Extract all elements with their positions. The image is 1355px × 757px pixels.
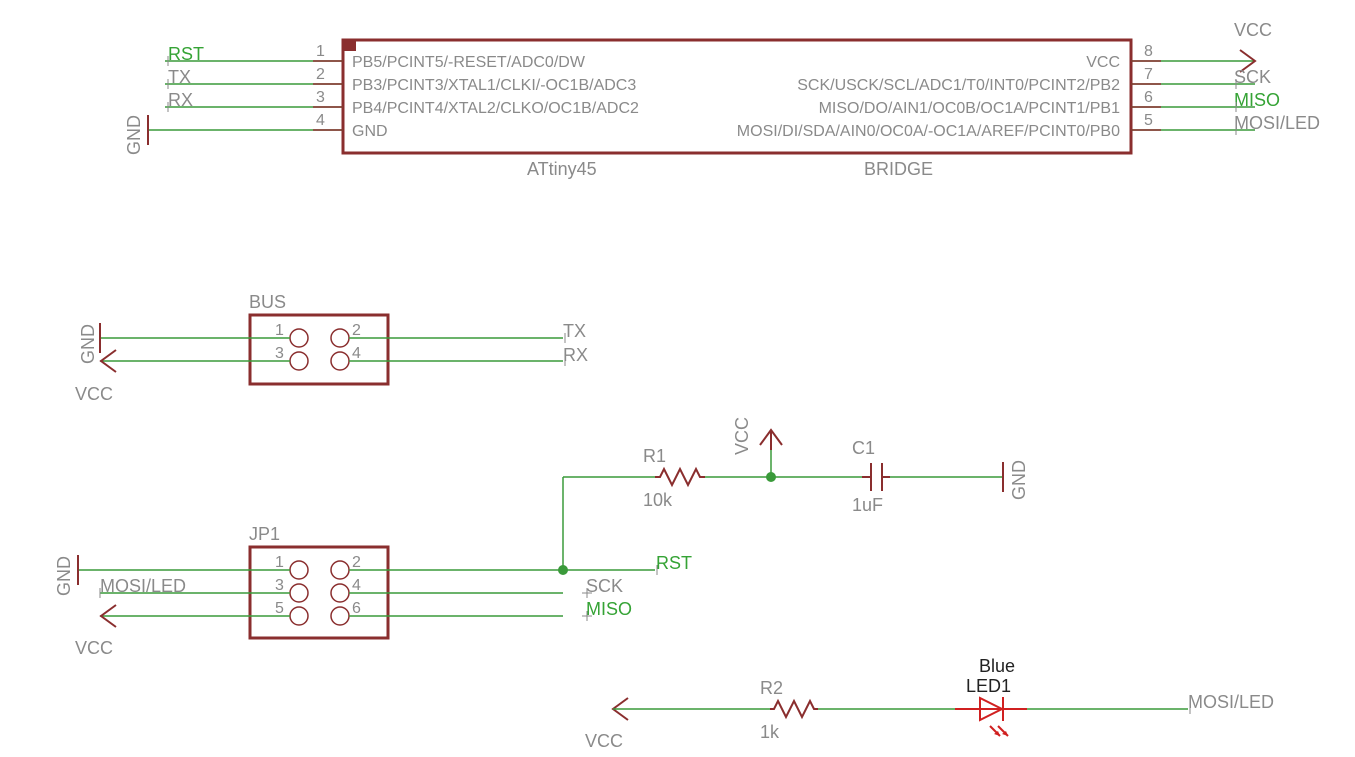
- junction-dot: [558, 565, 568, 575]
- led1-name: LED1: [966, 676, 1011, 696]
- bus-pad: [330, 328, 350, 348]
- chip-pin-function: MISO/DO/AIN1/OC0B/OC1A/PCINT1/PB1: [819, 100, 1121, 117]
- net-label-mosi: MOSI/LED: [1234, 113, 1320, 133]
- jp1-pad: [289, 560, 309, 580]
- net-label-rx: RX: [168, 90, 193, 110]
- net-end-markers: [99, 56, 1237, 714]
- gnd-label: GND: [54, 556, 74, 596]
- r2-name: R2: [760, 678, 783, 698]
- chip-pin-function: PB3/PCINT3/XTAL1/CLKI/-OC1B/ADC3: [352, 77, 636, 94]
- bus-body: [248, 313, 390, 386]
- jp1-pad: [289, 583, 309, 603]
- chip-pin-number: 7: [1144, 66, 1153, 83]
- chip-pin-number: 6: [1144, 89, 1153, 106]
- net-label-mosi: MOSI/LED: [100, 576, 186, 596]
- vcc-arrow-icon: [1239, 49, 1257, 73]
- net-label-rst: RST: [168, 44, 204, 64]
- jp1-pad: [289, 606, 309, 626]
- r1-resistor-icon: [655, 466, 705, 488]
- gnd-label: GND: [1009, 460, 1029, 500]
- vcc-label: VCC: [1234, 20, 1272, 40]
- c1-value: 1uF: [852, 495, 883, 515]
- chip-name: ATtiny45: [527, 159, 597, 179]
- bus-pin-number: 3: [275, 345, 284, 362]
- chip-pin-number: 5: [1144, 112, 1153, 129]
- chip-pin-function: PB4/PCINT4/XTAL2/CLKO/OC1B/ADC2: [352, 100, 639, 117]
- chip-pin-function: VCC: [1086, 54, 1120, 71]
- jp1-pin-number: 3: [275, 577, 284, 594]
- bus-pad: [330, 351, 350, 371]
- chip-pin-number: 4: [316, 112, 325, 129]
- r1-name: R1: [643, 446, 666, 466]
- led-diode-icon: [979, 696, 1005, 722]
- bus-pin-number: 4: [352, 345, 361, 362]
- net-label-miso: MISO: [1234, 90, 1280, 110]
- r1-value: 10k: [643, 490, 673, 510]
- net-label-tx: TX: [168, 67, 191, 87]
- jp1-pin-number: 1: [275, 554, 284, 571]
- bus-pin-number: 2: [352, 322, 361, 339]
- chip-pin-function: SCK/USCK/SCL/ADC1/T0/INT0/PCINT2/PB2: [797, 77, 1120, 94]
- net-label-rx: RX: [563, 345, 588, 365]
- net-label-rst: RST: [656, 553, 692, 573]
- led-indicator-circuit[interactable]: VCC R2 1k Blue LED1 MOSI/LED: [585, 656, 1274, 751]
- gnd-label: GND: [78, 324, 98, 364]
- vcc-label: VCC: [75, 384, 113, 404]
- bus-header[interactable]: BUS 1 2 3 4 GND VCC TX RX: [75, 292, 588, 404]
- bus-name: BUS: [249, 292, 286, 312]
- chip-value: BRIDGE: [864, 159, 933, 179]
- vcc-arrow-icon: [99, 604, 117, 628]
- chip-pin-number: 2: [316, 66, 325, 83]
- net-label-miso: MISO: [586, 599, 632, 619]
- bus-pad: [289, 328, 309, 348]
- c1-name: C1: [852, 438, 875, 458]
- jp1-pin-number: 4: [352, 577, 361, 594]
- bus-pad: [289, 351, 309, 371]
- jp1-pad: [330, 560, 350, 580]
- chip-pin-number: 8: [1144, 43, 1153, 60]
- net-label-mosi: MOSI/LED: [1188, 692, 1274, 712]
- vcc-label: VCC: [732, 417, 752, 455]
- net-label-sck: SCK: [1234, 67, 1271, 87]
- net-label-sck: SCK: [586, 576, 623, 596]
- jp1-pin-number: 2: [352, 554, 361, 571]
- chip-body: [341, 38, 1133, 155]
- jp1-pin-number: 5: [275, 600, 284, 617]
- gnd-label: GND: [124, 115, 144, 155]
- bus-pin-number: 1: [275, 322, 284, 339]
- jp1-name: JP1: [249, 524, 280, 544]
- led1-value: Blue: [979, 656, 1015, 676]
- chip-pin-function: GND: [352, 123, 388, 140]
- jp1-pad: [330, 606, 350, 626]
- chip-pin-function: MOSI/DI/SDA/AIN0/OC0A/-OC1A/AREF/PCINT0/…: [737, 123, 1120, 140]
- pin1-marker: [343, 40, 356, 51]
- chip-pin-function: PB5/PCINT5/-RESET/ADC0/DW: [352, 54, 586, 71]
- chip-pin-number: 3: [316, 89, 325, 106]
- r2-resistor-icon: [770, 698, 818, 720]
- jp1-pin-number: 6: [352, 600, 361, 617]
- jp1-header[interactable]: JP1 1 2 3 4 5 6 GND VCC MOSI/LED RST SCK…: [54, 524, 692, 658]
- vcc-label: VCC: [75, 638, 113, 658]
- r2-value: 1k: [760, 722, 780, 742]
- chip-pin-number: 1: [316, 43, 325, 60]
- reset-pullup-network[interactable]: R1 10k VCC C1 1uF GND: [562, 417, 1029, 570]
- attiny45-chip[interactable]: 1 2 3 4 PB5/PCINT5/-RESET/ADC0/DW PB3/PC…: [124, 20, 1320, 179]
- vcc-arrow-icon: [99, 349, 117, 373]
- jp1-pad: [330, 583, 350, 603]
- vcc-label: VCC: [585, 731, 623, 751]
- net-label-tx: TX: [563, 321, 586, 341]
